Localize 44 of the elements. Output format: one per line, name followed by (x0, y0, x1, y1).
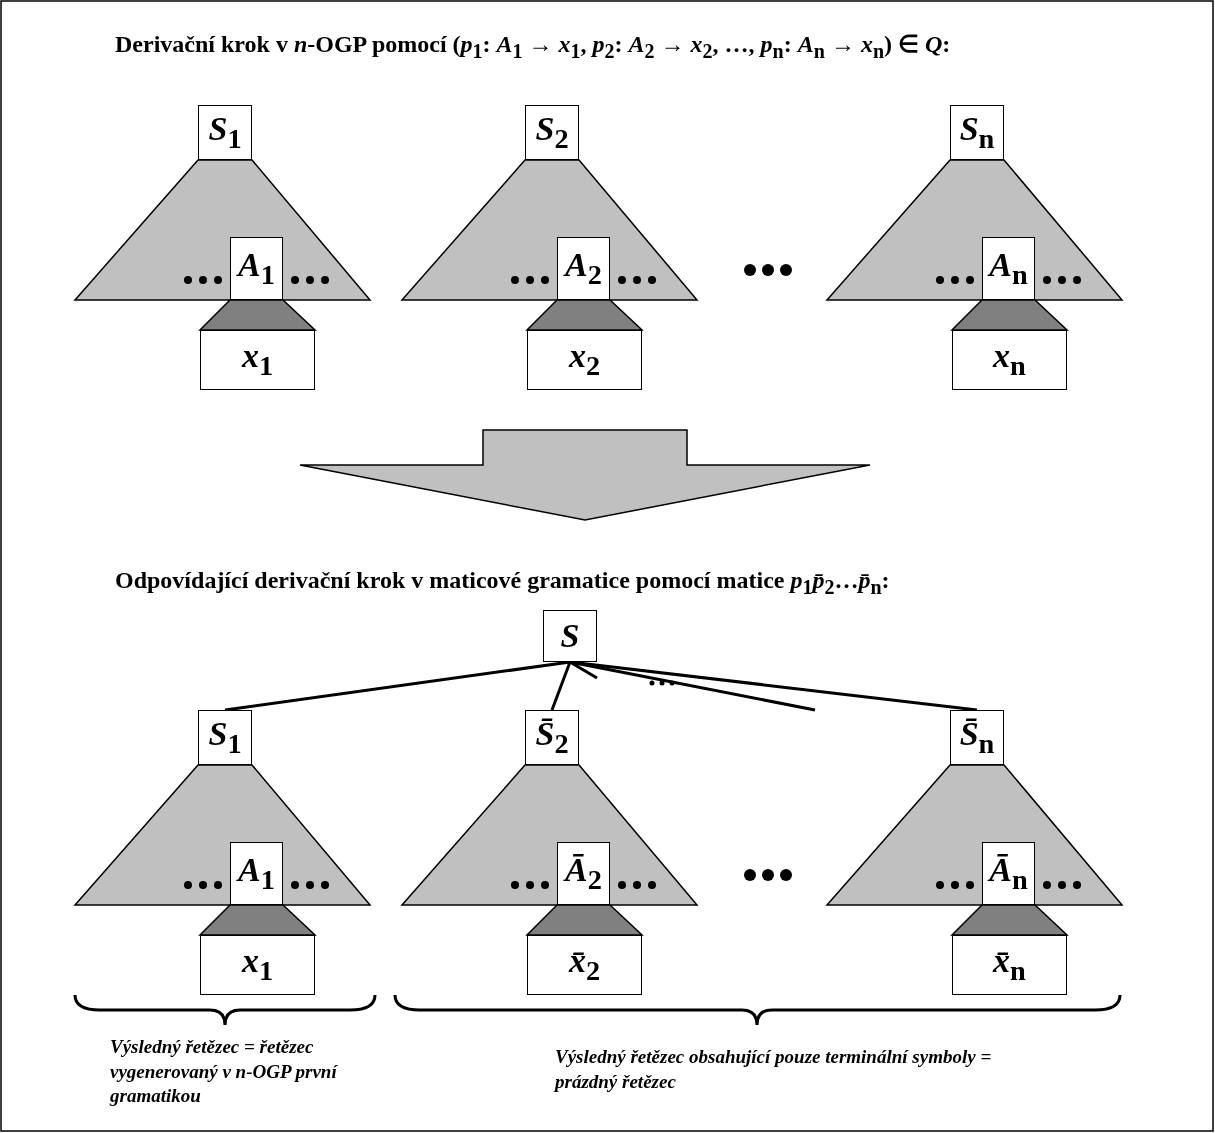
symbol-box (527, 330, 642, 390)
symbol-box (543, 610, 597, 662)
symbol-box (198, 710, 252, 765)
symbol-box (200, 330, 315, 390)
symbol-label: S (560, 619, 580, 653)
symbol-label: Ā$_{n}$ (989, 852, 1028, 895)
symbol-box (557, 237, 610, 300)
symbol-label: x$_{n}$ (993, 339, 1026, 381)
symbol-box (230, 842, 283, 905)
note-text: Výsledný řetězec = řetězec vygenerovaný v n-OGP první gramatikou (110, 1035, 339, 1109)
symbol-label: A$_{1}$ (238, 852, 275, 895)
symbol-label: x$_{1}$ (241, 944, 274, 986)
symbol-label: Ā$_{2}$ (565, 852, 602, 895)
symbol-box (950, 105, 1004, 160)
heading: Derivační krok v n-OGP pomocí (p$_{1}$: A$_{1}$ → x$_{1}$, p$_{2}$: A$_{2}$ → x$_{2}$, …, p$_{n}$: A$_{n}$ → x$_{n}$) ∈ Q: (115, 30, 951, 63)
symbol-label: x$_{1}$ (241, 339, 274, 381)
symbol-box (950, 710, 1004, 765)
symbol-box (982, 237, 1035, 300)
symbol-box (200, 935, 315, 995)
symbol-label: S$_{1}$ (208, 716, 242, 759)
symbol-label: A$_{1}$ (238, 247, 275, 290)
symbol-box (198, 105, 252, 160)
tree-edge (224, 660, 571, 712)
symbol-box (525, 710, 579, 765)
heading: Odpovídající derivační krok v maticové gramatice pomocí matice p$_{1}$p̄$_{2}$…p̄$_{n}$: (115, 567, 890, 599)
symbol-box (557, 842, 610, 905)
symbol-box (982, 842, 1035, 905)
symbol-label: S̄$_{n}$ (959, 716, 995, 759)
symbol-box (230, 237, 283, 300)
note-text: Výsledný řetězec obsahující pouze terminální symboly = prázdný řetězec (555, 1045, 993, 1094)
symbol-box (525, 105, 579, 160)
symbol-box (527, 935, 642, 995)
symbol-box (952, 935, 1067, 995)
tree-edge (550, 661, 572, 711)
symbol-label: S̄$_{2}$ (535, 716, 569, 759)
symbol-label: x̄$_{2}$ (568, 944, 601, 986)
symbol-label: S$_{n}$ (959, 111, 995, 154)
symbol-label: A$_{n}$ (989, 247, 1028, 290)
symbol-label: S$_{1}$ (208, 111, 242, 154)
symbol-label: x$_{2}$ (568, 339, 601, 381)
symbol-label: A$_{2}$ (565, 247, 602, 290)
symbol-label: x̄$_{n}$ (993, 944, 1026, 986)
symbol-box (952, 330, 1067, 390)
symbol-label: S$_{2}$ (535, 111, 569, 154)
